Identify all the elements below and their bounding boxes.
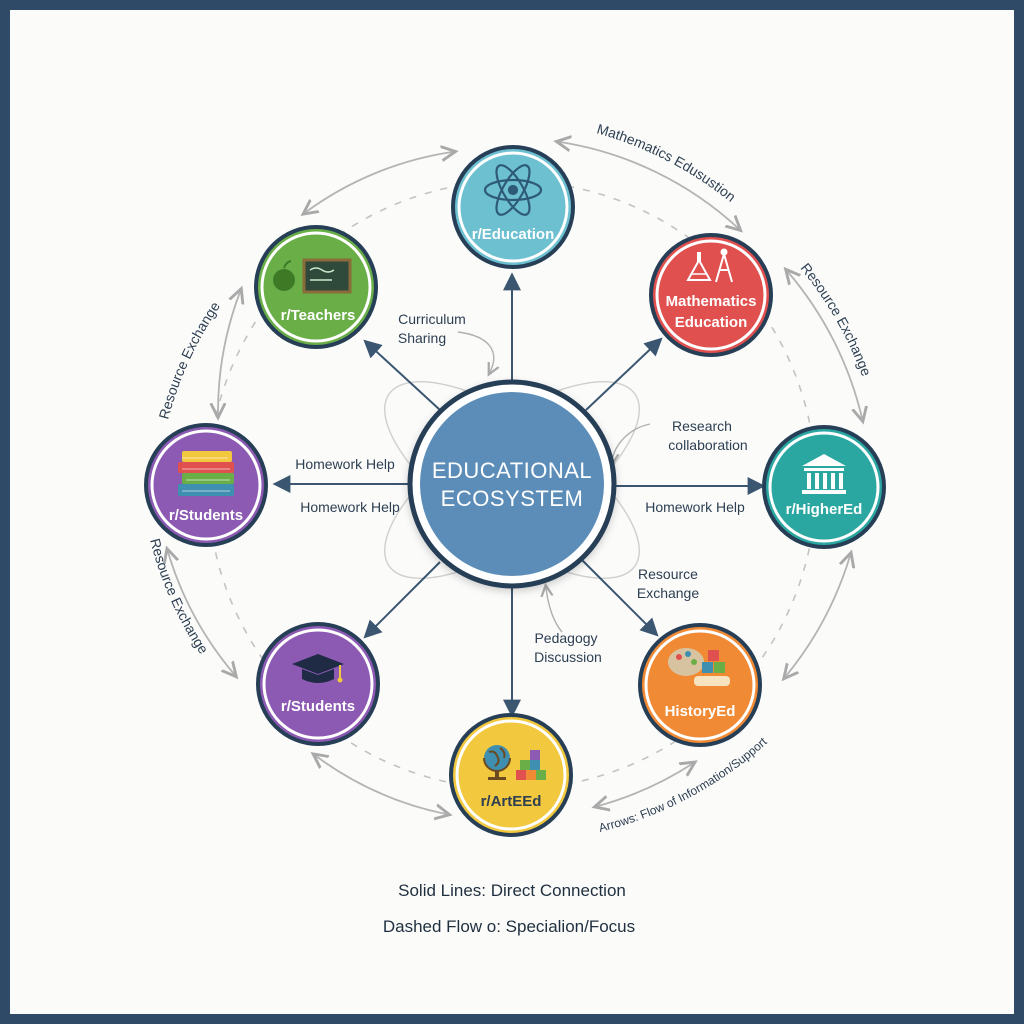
label-curriculum-line2: Sharing: [398, 330, 446, 346]
node-education-label: r/Education: [472, 226, 555, 243]
node-students-top[interactable]: r/Students: [144, 423, 268, 547]
graduation-cap-icon: [292, 654, 344, 683]
node-arted[interactable]: r/ArtEEd: [449, 713, 573, 837]
node-arted-label: r/ArtEEd: [481, 793, 542, 810]
flask-compass-icon: [686, 248, 733, 283]
hub-title-line1: EDUCATIONAL: [432, 458, 592, 483]
atom-icon: [483, 164, 543, 216]
node-education[interactable]: r/Education: [451, 145, 575, 269]
node-mathematics-line1: Mathematics: [666, 293, 757, 310]
label-resource-line1: Resource: [638, 566, 698, 582]
label-research-line1: Research: [672, 418, 732, 434]
arc-label-top-right: Mathematics Edusustion: [595, 120, 739, 204]
arrow-to-teachers: [363, 339, 441, 411]
label-curriculum-line1: Curriculum: [398, 311, 466, 327]
node-mathematics-circle: [649, 233, 773, 357]
node-students-bottom-circle: [256, 622, 380, 746]
edge-labels: Curriculum Sharing Research collaboratio…: [295, 311, 747, 665]
palette-blocks-icon: [668, 648, 730, 686]
node-highered[interactable]: r/HigherEd: [762, 425, 886, 549]
arrow-to-mathematics: [585, 337, 663, 411]
arc-label-lower-left: Resource Exchange: [147, 537, 212, 657]
node-students-bottom[interactable]: r/Students: [256, 622, 380, 746]
arc-label-upper-left: Resource Exchange: [155, 298, 223, 420]
node-arted-circle: [449, 713, 573, 837]
arrow-to-historyed: [581, 559, 659, 637]
label-research-line2: collaboration: [668, 437, 747, 453]
node-highered-label: r/HigherEd: [786, 501, 863, 518]
ecosystem-diagram: EDUCATIONAL ECOSYSTEM r/Education r/Teac…: [144, 120, 886, 936]
label-resource-line2: Exchange: [637, 585, 699, 601]
legend-solid: Solid Lines: Direct Connection: [398, 881, 626, 900]
apple-chalkboard-icon: [273, 258, 352, 294]
globe-blocks-icon: [483, 745, 546, 780]
node-historyed-label: HistoryEd: [665, 703, 736, 720]
node-teachers-label: r/Teachers: [281, 307, 356, 324]
central-hub: EDUCATIONAL ECOSYSTEM: [407, 379, 617, 589]
label-pedagogy-line2: Discussion: [534, 649, 602, 665]
node-mathematics[interactable]: Mathematics Education: [649, 233, 773, 357]
label-homework-right: Homework Help: [645, 499, 745, 515]
arc-label-right: Resource Exchange: [798, 260, 875, 378]
node-teachers[interactable]: r/Teachers: [254, 225, 378, 349]
node-mathematics-line2: Education: [675, 314, 748, 331]
arrow-to-students-bottom: [363, 561, 441, 639]
hub-fill: [420, 392, 604, 576]
node-students-bottom-label: r/Students: [281, 698, 355, 715]
legend-dashed: Dashed Flow o: Specialion/Focus: [383, 917, 635, 936]
diagram-frame: EDUCATIONAL ECOSYSTEM r/Education r/Teac…: [10, 10, 1014, 1014]
legend: Solid Lines: Direct Connection Dashed Fl…: [383, 881, 635, 936]
hub-arrows: [272, 272, 766, 718]
node-historyed[interactable]: HistoryEd: [638, 623, 762, 747]
label-homework-left: Homework Help: [300, 499, 400, 515]
outer-arrows: [168, 142, 862, 814]
node-students-top-label: r/Students: [169, 507, 243, 524]
label-homework-top: Homework Help: [295, 456, 395, 472]
university-icon: [802, 454, 846, 494]
books-icon: [178, 451, 234, 496]
arc-label-bottom-right: Arrows: Flow of Information/Support: [597, 734, 770, 835]
hub-title-line2: ECOSYSTEM: [441, 486, 584, 511]
label-pedagogy-line1: Pedagogy: [534, 630, 597, 646]
